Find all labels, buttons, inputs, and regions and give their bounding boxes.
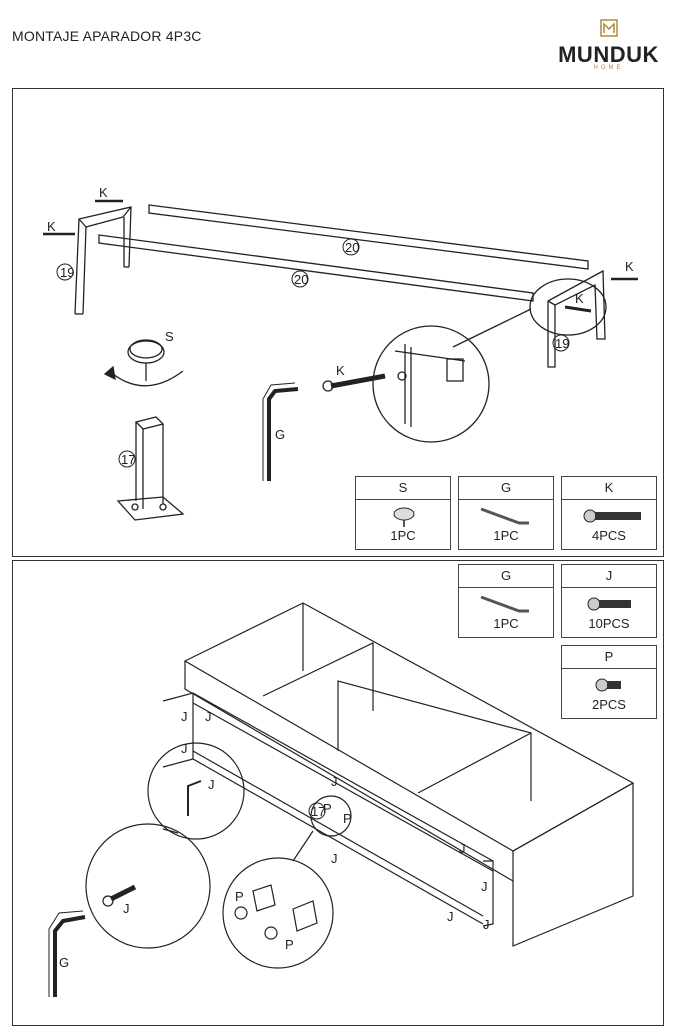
brand-sub: HOME	[593, 65, 624, 71]
part-code: J	[562, 565, 656, 588]
part-qty: 1PC	[493, 528, 519, 543]
part-code: G	[459, 565, 553, 588]
brand-name: MUNDUK	[558, 42, 659, 67]
part-code: S	[356, 477, 450, 500]
label-j-1: J	[181, 709, 188, 724]
step2-panel: J J J J J J J J J J J G P P P P 17 G 1PC…	[12, 560, 664, 1026]
part-box-s: S 1PC	[355, 476, 451, 550]
label-part17: 17	[121, 452, 135, 467]
label-k-4: K	[575, 291, 584, 306]
part-box-p: P 2PCS	[561, 645, 657, 719]
label-k-5: K	[336, 363, 345, 378]
label-j-2: J	[205, 709, 212, 724]
label-part20-bottom: 20	[294, 272, 308, 287]
part-qty: 4PCS	[592, 528, 626, 543]
short-bolt-icon	[595, 678, 621, 692]
allen-key-icon	[480, 595, 529, 613]
part-qty: 1PC	[493, 616, 519, 631]
step1-panel: 19 19 20 20 17 K K K K K S G S 1PC G	[12, 88, 664, 557]
brand-logo: MUNDUK HOME	[556, 18, 661, 74]
label-k-3: K	[625, 259, 634, 274]
label-g: G	[59, 955, 69, 970]
page-title: MONTAJE APARADOR 4P3C	[12, 28, 202, 44]
part-box-k: K 4PCS	[561, 476, 657, 550]
label-j-4: J	[208, 777, 215, 792]
label-part20-top: 20	[345, 240, 359, 255]
label-p-1: P	[235, 889, 244, 904]
label-k-1: K	[47, 219, 56, 234]
label-p-4: P	[343, 811, 352, 826]
label-j-8: J	[481, 879, 488, 894]
label-j-detail: J	[123, 901, 130, 916]
bolt-icon	[583, 509, 641, 523]
label-j-10: J	[483, 917, 490, 932]
label-k-2: K	[99, 185, 108, 200]
step1-drawing: 19 19 20 20 17 K K K K K S G	[43, 185, 638, 521]
label-part19-right: 19	[555, 336, 569, 351]
allen-key-icon	[480, 507, 529, 525]
part-qty: 2PCS	[592, 697, 626, 712]
label-p-2: P	[285, 937, 294, 952]
label-j-9: J	[447, 909, 454, 924]
label-part17: 17	[311, 804, 325, 819]
bolt-icon	[587, 597, 631, 611]
part-box-j: J 10PCS	[561, 564, 657, 638]
part-qty: 1PC	[390, 528, 416, 543]
label-j-3: J	[181, 741, 188, 756]
label-j-6: J	[331, 851, 338, 866]
step2-drawing: J J J J J J J J J J J G P P P P 17	[48, 602, 635, 997]
part-code: G	[459, 477, 553, 500]
label-j-7: J	[459, 841, 466, 856]
part-qty: 10PCS	[588, 616, 630, 631]
leveler-icon	[393, 507, 415, 527]
logo-icon	[599, 19, 618, 37]
label-g: G	[275, 427, 285, 442]
part-code: K	[562, 477, 656, 500]
part-box-g: G 1PC	[458, 476, 554, 550]
label-part19-left: 19	[60, 265, 74, 280]
label-j-5: J	[331, 774, 338, 789]
part-box-g2: G 1PC	[458, 564, 554, 638]
label-s: S	[165, 329, 174, 344]
label-p-3: P	[323, 801, 332, 816]
part-code: P	[562, 646, 656, 669]
